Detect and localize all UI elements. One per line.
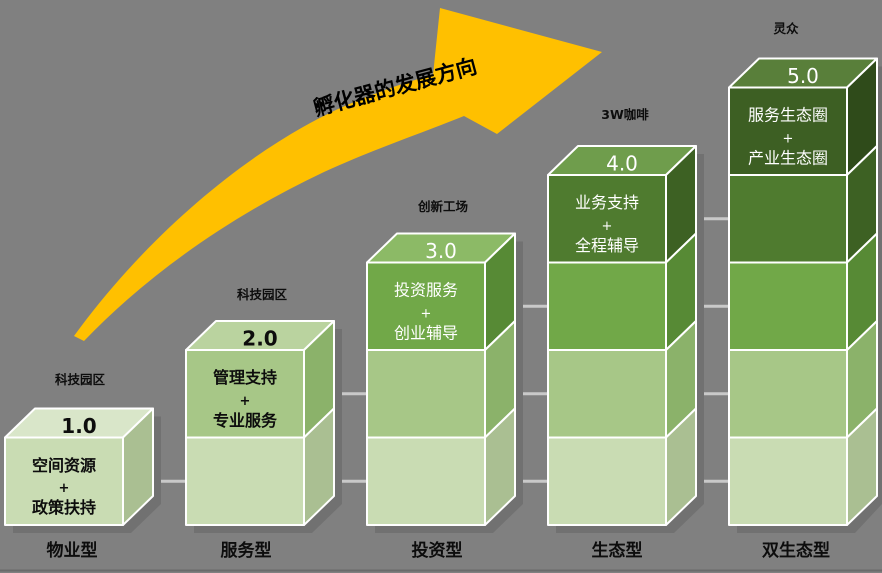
column-1-front-face-row-1 xyxy=(4,436,124,526)
column-3: 3.0 投资服务 + 创业辅导 创新工场 投资型 xyxy=(366,199,523,561)
column-5-front-face-row-1 xyxy=(728,436,848,526)
column-2: 2.0 管理支持 + 专业服务 科技园区 服务型 xyxy=(185,287,342,561)
column-2-version-label: 2.0 xyxy=(242,327,277,351)
column-2-brand-label: 科技园区 xyxy=(237,287,288,302)
column-2-category-label: 服务型 xyxy=(221,540,272,561)
column-4-category-label: 生态型 xyxy=(592,540,643,561)
column-5-face-line-1: 服务生态圈 xyxy=(748,106,828,125)
column-4-front-face-row-1 xyxy=(547,436,667,526)
column-2-face-line-1: 管理支持 xyxy=(213,368,277,387)
column-3-version-label: 3.0 xyxy=(425,239,457,263)
column-2-face-line-3: 专业服务 xyxy=(213,411,278,430)
column-5-category-label: 双生态型 xyxy=(762,540,830,561)
column-4-front-face-row-4 xyxy=(547,174,667,264)
column-2-front-face-row-2 xyxy=(185,349,305,439)
column-3-face-line-1: 投资服务 xyxy=(394,281,458,300)
column-5-face-line-2: + xyxy=(783,132,794,147)
column-5-face-line-3: 产业生态圈 xyxy=(748,149,828,168)
column-5-front-face-row-2 xyxy=(728,349,848,439)
column-4-front-face-row-2 xyxy=(547,349,667,439)
column-3-category-label: 投资型 xyxy=(412,540,463,561)
column-4-brand-label: 3W咖啡 xyxy=(601,107,649,122)
column-4-face-line-1: 业务支持 xyxy=(575,193,639,212)
column-1-face-line-2: + xyxy=(59,481,70,496)
column-4: 4.0 业务支持 + 全程辅导 3W咖啡 生态型 xyxy=(547,107,704,561)
column-3-face-line-2: + xyxy=(421,307,432,322)
column-1-face-line-3: 政策扶持 xyxy=(32,498,96,517)
column-1-version-label: 1.0 xyxy=(61,414,96,438)
column-1-category-label: 物业型 xyxy=(47,540,98,561)
column-5-brand-label: 灵众 xyxy=(773,21,799,36)
column-2-face-line-2: + xyxy=(240,394,251,409)
column-3-face-line-3: 创业辅导 xyxy=(394,324,458,343)
column-4-front-face-row-3 xyxy=(547,261,667,351)
column-1-face-line-1: 空间资源 xyxy=(32,456,96,475)
column-3-front-face-row-2 xyxy=(366,349,486,439)
column-1-brand-label: 科技园区 xyxy=(55,372,106,387)
column-5-front-face-row-5 xyxy=(728,86,848,176)
column-3-front-face-row-1 xyxy=(366,436,486,526)
column-5-front-face-row-3 xyxy=(728,261,848,351)
column-4-face-line-2: + xyxy=(602,219,613,234)
column-1: 1.0 空间资源 + 政策扶持 科技园区 物业型 xyxy=(4,372,161,561)
column-3-brand-label: 创新工场 xyxy=(417,199,468,214)
column-2-front-face-row-1 xyxy=(185,436,305,526)
column-5-version-label: 5.0 xyxy=(787,64,819,88)
column-5-front-face-row-4 xyxy=(728,174,848,264)
column-4-version-label: 4.0 xyxy=(606,152,638,176)
growth-arrow-shape xyxy=(74,8,602,341)
column-5: 5.0 服务生态圈 + 产业生态圈 灵众 双生态型 xyxy=(728,21,882,561)
column-4-face-line-3: 全程辅导 xyxy=(575,236,639,255)
